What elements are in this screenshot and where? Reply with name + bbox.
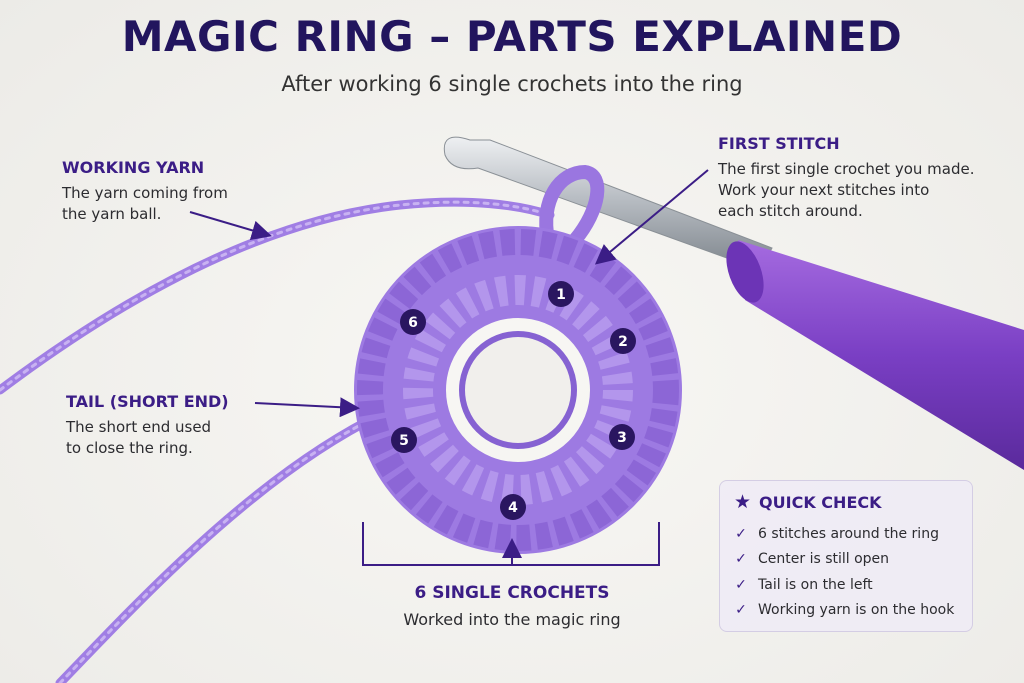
working-yarn-heading: WORKING YARN <box>62 158 205 177</box>
quick-check-item-text: Center is still open <box>758 551 890 568</box>
first-stitch-desc-line1: The first single crochet you made. <box>718 160 975 178</box>
first-stitch-label: FIRST STITCH The first single crochet yo… <box>718 134 1008 222</box>
six-sc-heading: 6 SINGLE CROCHETS <box>414 583 610 603</box>
tail-heading: TAIL (SHORT END) <box>66 392 229 411</box>
stitch-number: 3 <box>617 430 627 446</box>
first-stitch-desc-line2: Work your next stitches into <box>718 181 930 199</box>
first-stitch-heading: FIRST STITCH <box>718 134 840 153</box>
stitch-number: 2 <box>618 334 628 350</box>
stitch-marker-1: 1 <box>548 281 574 307</box>
crochet-hook <box>443 136 1024 470</box>
stitch-marker-3: 3 <box>609 424 635 450</box>
working-yarn-arrow <box>189 211 272 241</box>
first-stitch-arrow <box>594 169 709 265</box>
stitch-marker-4: 4 <box>500 494 526 520</box>
first-stitch-desc-line3: each stitch around. <box>718 202 863 220</box>
crochet-ring <box>354 226 682 554</box>
quick-check-item: ✓ Center is still open <box>734 547 958 573</box>
check-icon: ✓ <box>735 576 747 593</box>
tail-label: TAIL (SHORT END) The short end used to c… <box>66 392 266 459</box>
stitch-number: 6 <box>408 315 418 331</box>
working-yarn-desc-line1: The yarn coming from <box>62 184 228 202</box>
page-title: MAGIC RING – PARTS EXPLAINED <box>121 12 903 61</box>
quick-check-item-text: Tail is on the left <box>758 576 873 593</box>
tail-arrow <box>254 397 360 418</box>
six-sc-desc: Worked into the magic ring <box>403 610 621 629</box>
quick-check-heading: QUICK CHECK <box>759 493 882 512</box>
quick-check-item: ✓ Working yarn is on the hook <box>734 598 958 624</box>
star-icon: ★ <box>734 491 752 513</box>
quick-check-item: ✓ Tail is on the left <box>734 572 958 598</box>
stitch-number: 1 <box>556 287 566 303</box>
working-yarn-label: WORKING YARN The yarn coming from the ya… <box>62 158 272 225</box>
check-icon: ✓ <box>735 602 747 619</box>
stitch-marker-5: 5 <box>391 427 417 453</box>
quick-check-item-text: Working yarn is on the hook <box>758 602 955 619</box>
stitch-number: 4 <box>508 500 518 516</box>
tail-desc-line2: to close the ring. <box>66 439 193 457</box>
check-icon: ✓ <box>735 525 747 542</box>
stitch-number-markers: 1 2 3 4 5 6 <box>391 281 636 520</box>
check-icon: ✓ <box>735 551 747 568</box>
stitch-marker-6: 6 <box>400 309 426 335</box>
tail-desc-line1: The short end used <box>66 418 212 436</box>
six-sc-label: 6 SINGLE CROCHETS Worked into the magic … <box>362 583 662 630</box>
stitch-marker-2: 2 <box>610 328 636 354</box>
quick-check-item-text: 6 stitches around the ring <box>758 525 939 542</box>
quick-check-header: ★ QUICK CHECK <box>734 491 958 513</box>
quick-check-box: ★ QUICK CHECK ✓ 6 stitches around the ri… <box>719 480 973 632</box>
page-subtitle: After working 6 single crochets into the… <box>281 72 743 96</box>
stitch-number: 5 <box>399 433 409 449</box>
quick-check-item: ✓ 6 stitches around the ring <box>734 521 958 547</box>
working-yarn-desc-line2: the yarn ball. <box>62 205 162 223</box>
